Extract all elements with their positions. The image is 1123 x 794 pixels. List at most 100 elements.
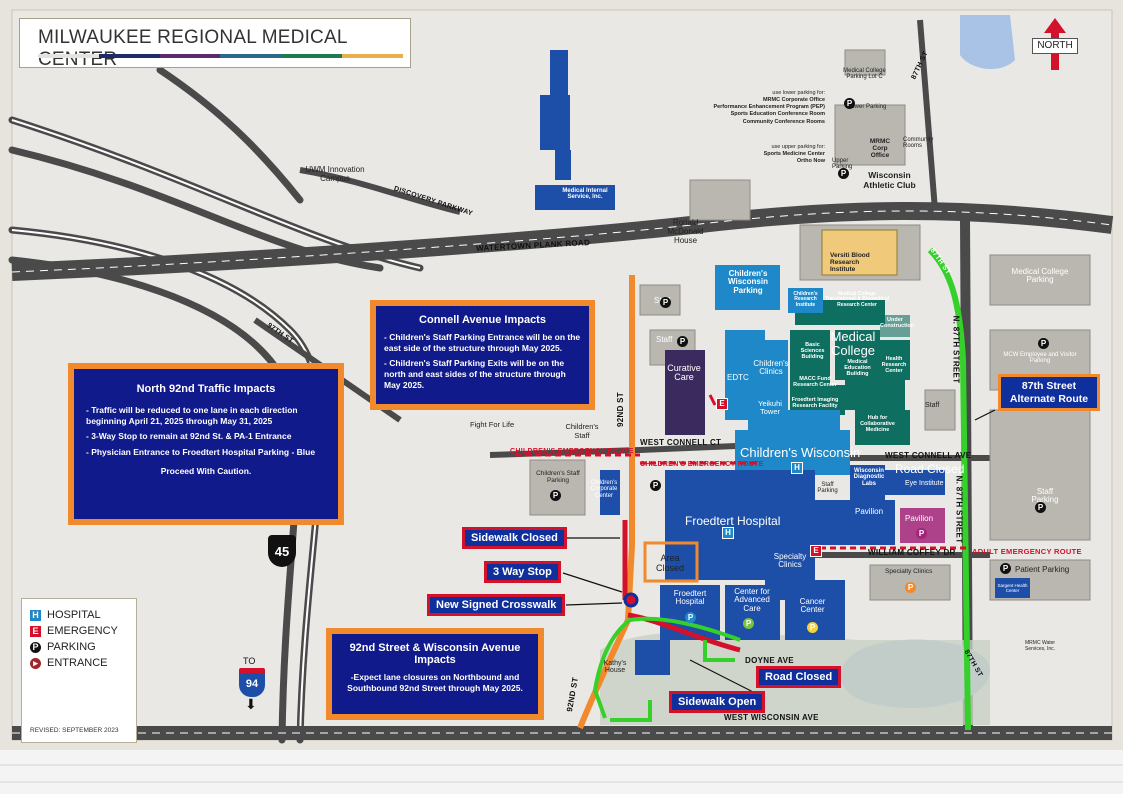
label-medical-internal: Medical Internal Service, Inc. [562,188,608,201]
emergency-icon: E [30,625,41,637]
label-community-rooms: Community Rooms [903,137,934,149]
label-patient-parking: Patient Parking [1015,565,1070,574]
parking-note-upper-1: Sports Medicine Center [763,150,825,157]
arrow-down-icon: ⬇ [245,696,257,712]
parking-marker-yellow: P [807,622,818,633]
parking-marker: P [844,98,855,109]
notice-92nd: North 92nd Traffic Impacts - Traffic wil… [68,363,344,525]
notice-connell-item-2: - Children's Staff Parking Exits will be… [384,358,566,390]
area-closed-box [643,541,699,583]
tag-new-crosswalk: New Signed Crosswalk [427,594,566,616]
label-mcw-employee: MCW Employee and Visitor Parking [1003,352,1077,365]
label-froedtert-hospital-p: Froedtert Hospital [673,589,707,607]
entrance-icon: ▸ [30,657,41,669]
crosswalk-marker [623,592,639,608]
label-curative: Curative Care [667,363,701,383]
childrens-emergency-route-w: CHILDREN'S EMERGENCY ROUTE [510,448,634,455]
hospital-marker-icon: H [791,462,803,474]
label-childrens-staff: Children's Staff [565,422,599,440]
hospital-icon: H [30,609,41,621]
legend-parking-label: PARKING [47,641,96,653]
notice-92nd-title: North 92nd Traffic Impacts [136,383,276,395]
parking-marker-orange: P [905,582,916,593]
notice-92nd-item-2: - 3-Way Stop to remain at 92nd St. & PA-… [86,431,292,442]
label-specialty-clinics: Specialty Clinics [773,552,807,570]
tag-sidewalk-closed: Sidewalk Closed [462,527,567,549]
parking-note-lower-1: MRMC Corporate Office [762,97,825,104]
label-health-research: Health Research Center [881,356,907,374]
interstate-94-shield: 94 [239,668,265,697]
internal-services-building [535,50,615,210]
label-wac: Wisconsin Athletic Club [863,170,916,190]
road-87th-c: N. 87TH STREET [951,315,961,384]
interstate-45-label: 45 [274,544,290,559]
revised-label: REVISED: SEPTEMBER 2023 [30,727,119,734]
map-title: MILWAUKEE REGIONAL MEDICAL CENTER [38,27,347,70]
label-childrens-corporate: Children's Corporate Center [590,480,618,499]
label-eye: Eye Institute [905,480,944,487]
road-wisconsin: WEST WISCONSIN AVE [724,713,819,722]
label-med-ed: Medical Education Building [844,359,871,377]
notice-connell-item-1: - Children's Staff Parking Entrance will… [384,332,581,353]
title-stripe [38,54,403,58]
label-staff-right: Staff [925,402,940,409]
road-coffey: WILLIAM COFFEY DR [868,548,956,557]
parking-marker: P [838,168,849,179]
notice-92nd-item-3: - Physician Entrance to Froedtert Hospit… [86,446,316,457]
tag-3-way-stop: 3 Way Stop [484,561,561,583]
parking-marker-pink: P [916,528,927,539]
label-mcw-parking: Medical College Parking [1011,267,1069,285]
parking-note-lower-3: Sports Education Conference Room [730,111,825,118]
interstate-94-label: 94 [245,678,259,690]
interstate-45-shield: 45 [268,535,296,567]
notice-92nd-footer: Proceed With Caution. [160,465,252,476]
label-lower-parking: Lower Parking [848,104,887,110]
legend-hospital: H HOSPITAL [30,609,128,621]
label-basic-sciences: Basic Sciences Building [800,342,825,360]
label-cac: Center for Advanced Care [734,587,770,613]
label-versiti: Versiti Blood Research Institute [830,252,870,273]
footer-band [0,750,1123,794]
road-92nd: 92ND ST [616,392,625,427]
label-macc: MACC Fund Research Center [793,376,837,388]
87th-alternate-route [927,247,971,731]
versiti-building [821,229,898,276]
legend-emergency: E EMERGENCY [30,625,128,637]
parking-marker: P [650,480,661,491]
parking-note-upper-header: use upper parking for: [771,143,825,150]
parking-marker: P [660,297,671,308]
label-ronald: Ronald McDonald House [667,218,704,245]
label-specialty-clinics-p: Specialty Clinics [885,568,933,575]
legend-entrance-label: ENTRANCE [47,657,108,669]
label-staff-parking-small: Staff Parking [817,482,838,494]
label-hub: Hub for Collaborative Medicine [860,415,895,433]
parking-note-upper-2: Ortho Now [796,157,825,164]
adult-emergency-route: ADULT EMERGENCY ROUTE [972,547,1082,556]
emergency-marker-icon: E [810,545,822,557]
notice-87th: 87th Street Alternate Route [998,374,1100,412]
legend-hospital-label: HOSPITAL [47,609,101,621]
hospital-marker-icon: H [722,527,734,539]
parking-note: use lower parking for: MRMC Corporate Of… [705,90,825,165]
label-road-closed-overlay: Road Closed [895,462,965,476]
road-87th-d: N. 87TH STREET [954,475,964,544]
parking-note-lower-2: Performance Enhancement Program (PEP) [713,104,825,111]
label-cancer: Cancer Center [799,597,826,615]
road-doyne: DOYNE AVE [745,656,794,665]
tag-road-closed: Road Closed [756,666,842,688]
parking-marker: P [1038,338,1049,349]
notice-92nd-item-1: - Traffic will be reduced to one lane in… [86,405,298,426]
label-mrmc-water: MRMC Water Services, Inc. [1025,640,1056,652]
road-connell-w: WEST CONNELL CT [640,438,722,447]
parking-marker: P [1035,502,1046,513]
label-yeikuhi: Yeikuhi Tower [758,399,782,416]
label-mcw-translational: Medical College Translational & Biomedic… [825,291,889,308]
label-pavilion-p: Pavilion [905,514,934,523]
label-childrens-staff-parking: Children's Staff Parking [536,470,580,484]
label-fight-for-life: Fight For Life [470,420,515,429]
label-pavilion: Pavilion [855,507,884,516]
label-childrens-wi-parking: Children's Wisconsin Parking [728,269,768,295]
notice-connell: Connell Avenue Impacts - Children's Staf… [370,300,595,410]
label-uwm: UWM Innovation Campus [305,165,365,183]
notice-wisconsin-body: -Expect lane closures on Northbound and … [347,672,523,693]
